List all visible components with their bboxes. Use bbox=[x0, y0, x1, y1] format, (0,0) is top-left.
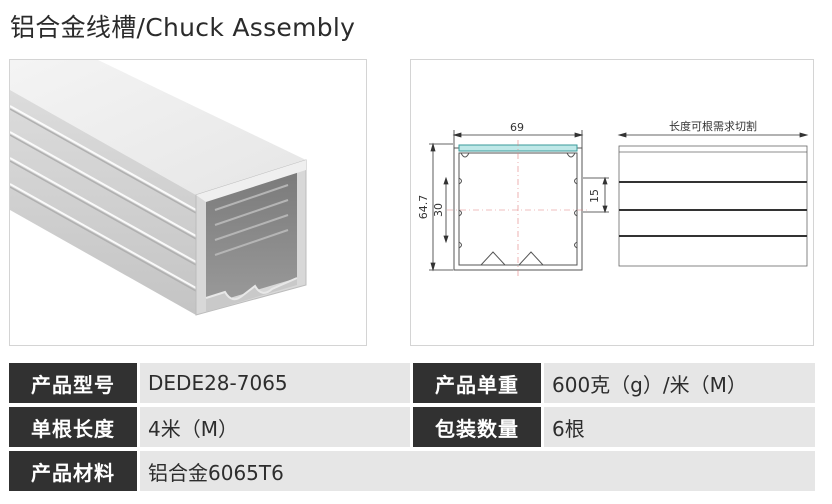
weight-label: 产品单重 bbox=[413, 363, 541, 403]
packing-value: 6根 bbox=[544, 407, 815, 447]
product-photo bbox=[9, 59, 367, 346]
cross-section-drawing: 69 64.7 30 15 bbox=[417, 119, 809, 276]
spec-row-3: 产品材料 铝合金6065T6 bbox=[9, 451, 815, 491]
spec-row-1: 产品型号 DEDE28-7065 产品单重 600克（g）/米（M） bbox=[9, 363, 815, 403]
length-value: 4米（M） bbox=[140, 407, 410, 447]
height-dimension: 64.7 bbox=[417, 195, 430, 220]
packing-label: 包装数量 bbox=[413, 407, 541, 447]
model-label: 产品型号 bbox=[9, 363, 137, 403]
weight-value: 600克（g）/米（M） bbox=[544, 363, 815, 403]
side-dimension: 15 bbox=[588, 189, 601, 203]
page-title: 铝合金线槽/Chuck Assembly bbox=[10, 13, 356, 42]
model-value: DEDE28-7065 bbox=[140, 363, 410, 403]
width-dimension: 69 bbox=[510, 121, 524, 134]
inner-dimension: 30 bbox=[432, 203, 445, 217]
length-label: 单根长度 bbox=[9, 407, 137, 447]
material-value: 铝合金6065T6 bbox=[140, 451, 815, 491]
technical-drawing: 69 64.7 30 15 bbox=[410, 59, 814, 346]
spec-row-2: 单根长度 4米（M） 包装数量 6根 bbox=[9, 407, 815, 447]
aluminum-channel-illustration bbox=[9, 60, 307, 316]
cut-length-note: 长度可根需求切割 bbox=[669, 119, 757, 133]
material-label: 产品材料 bbox=[9, 451, 137, 491]
